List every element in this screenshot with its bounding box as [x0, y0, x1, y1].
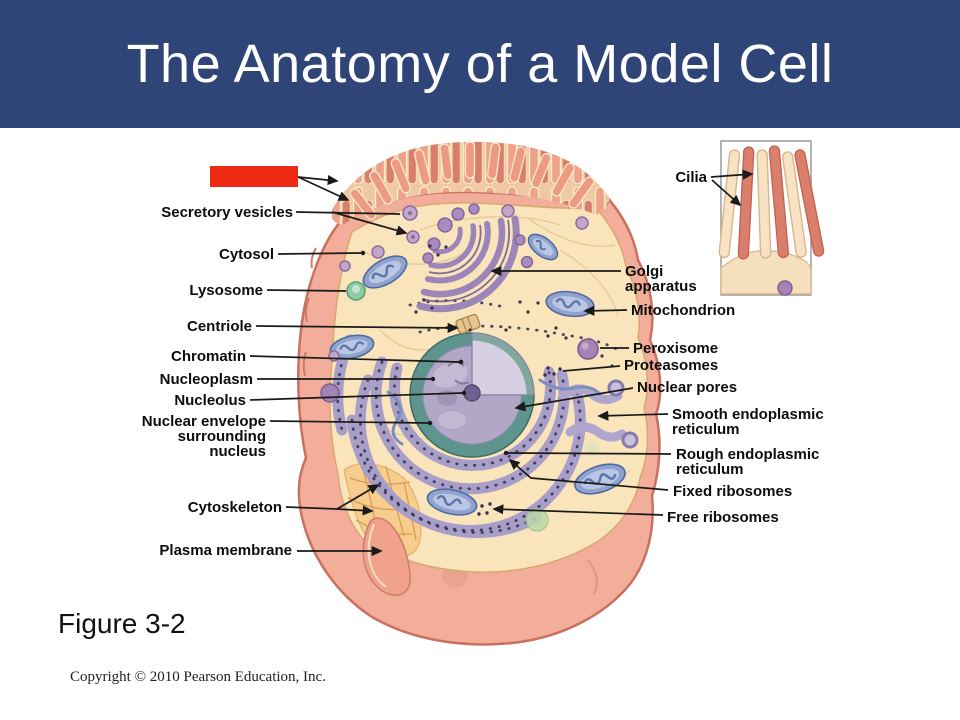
- left-labels: Secretory vesicles Cytosol Lysosome Cent…: [142, 204, 293, 559]
- label-nucleolus: Nucleolus: [174, 392, 246, 409]
- label-nuclear-pores: Nuclear pores: [637, 379, 737, 396]
- label-fixed-ribosomes: Fixed ribosomes: [673, 483, 792, 500]
- vesicle-green: [525, 508, 549, 532]
- nucleus-cutaway-face: [471, 332, 535, 396]
- golgi-apparatus-body: [416, 203, 534, 313]
- figure-caption: Figure 3-2: [58, 608, 186, 639]
- inset-vesicle: [777, 280, 793, 296]
- label-chromatin: Chromatin: [171, 348, 246, 365]
- proteasome-dots: [543, 366, 562, 377]
- label-cytoskeleton: Cytoskeleton: [188, 499, 282, 516]
- vesicle-green-small: [585, 442, 599, 456]
- mitochondria: [329, 233, 626, 516]
- label-secretory-vesicles: Secretory vesicles: [161, 204, 293, 221]
- copyright-notice: Copyright © 2010 Pearson Education, Inc.: [70, 669, 326, 685]
- rough-er: [332, 299, 620, 538]
- svg-text:Golgi: Golgi: [625, 263, 663, 280]
- label-smooth-er: Smooth endoplasmic reticulum: [672, 406, 824, 438]
- right-labels: Cilia Golgi apparatus Mitochondrion Pero…: [624, 169, 824, 526]
- microvilli: [330, 141, 610, 225]
- label-golgi-apparatus: Golgi apparatus: [625, 263, 697, 295]
- page-title: The Anatomy of a Model Cell: [126, 34, 834, 94]
- label-plasma-membrane: Plasma membrane: [159, 542, 292, 559]
- svg-text:Nuclear envelope: Nuclear envelope: [142, 413, 266, 430]
- label-peroxisome: Peroxisome: [633, 340, 718, 357]
- nucleus: [409, 332, 535, 458]
- peroxisome-body: [577, 338, 599, 360]
- lysosome-body: [346, 281, 366, 301]
- leader-lines: [249, 169, 754, 557]
- label-lysosome: Lysosome: [189, 282, 263, 299]
- peroxisome-highlight: [581, 342, 589, 350]
- label-proteasomes: Proteasomes: [624, 357, 718, 374]
- svg-text:Rough endoplasmic: Rough endoplasmic: [676, 446, 819, 463]
- label-nucleoplasm: Nucleoplasm: [160, 371, 253, 388]
- svg-text:Smooth endoplasmic: Smooth endoplasmic: [672, 406, 824, 423]
- svg-text:reticulum: reticulum: [676, 461, 744, 478]
- label-nuclear-envelope: Nuclear envelope surrounding nucleus: [142, 413, 266, 460]
- svg-text:surrounding: surrounding: [178, 428, 266, 445]
- ribosome-dots: [414, 244, 614, 516]
- highlight-box: [210, 166, 298, 187]
- label-centriole: Centriole: [187, 318, 252, 335]
- label-mitochondrion: Mitochondrion: [631, 302, 735, 319]
- nucleolus-body: [463, 384, 481, 402]
- label-cytosol: Cytosol: [219, 246, 274, 263]
- svg-text:apparatus: apparatus: [625, 278, 697, 295]
- svg-text:reticulum: reticulum: [672, 421, 740, 438]
- svg-text:nucleus: nucleus: [209, 443, 266, 460]
- label-rough-er: Rough endoplasmic reticulum: [676, 446, 819, 478]
- label-free-ribosomes: Free ribosomes: [667, 509, 779, 526]
- vesicle: [320, 383, 340, 403]
- label-cilia: Cilia: [675, 169, 707, 186]
- cilia-inset: [718, 140, 825, 296]
- title-bar: The Anatomy of a Model Cell: [0, 0, 960, 128]
